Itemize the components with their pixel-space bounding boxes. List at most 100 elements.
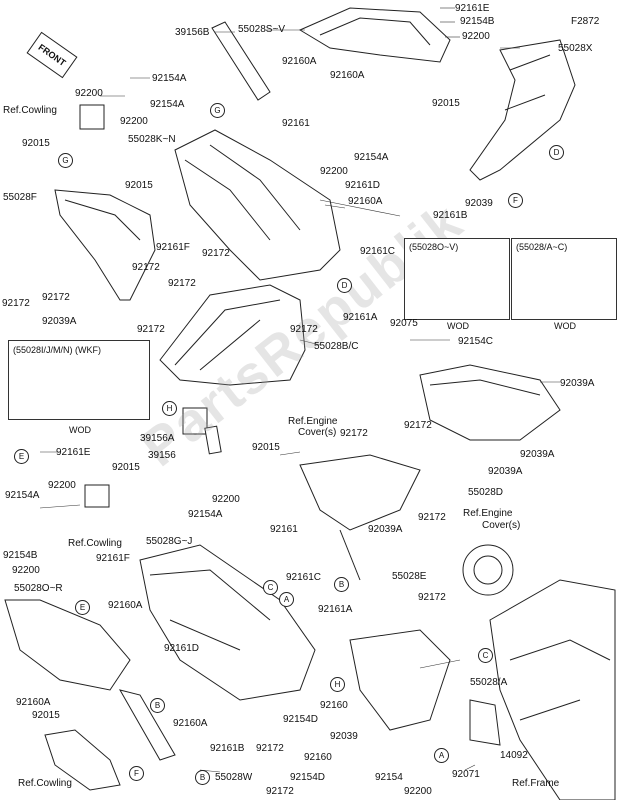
callout-label: 92200 — [48, 480, 76, 491]
callout-label: 92160A — [282, 56, 317, 67]
callout-label: 92154 — [375, 772, 403, 783]
ref-circle: B — [334, 577, 349, 592]
callout-label: 92172 — [256, 743, 284, 754]
callout-label: 92161A — [343, 312, 378, 323]
ref-circle: B — [150, 698, 165, 713]
inset-variant-2: (55028/A~C) WOD — [511, 238, 617, 331]
callout-label: 92172 — [418, 512, 446, 523]
callout-label: 92160 — [304, 752, 332, 763]
callout-label: 92160A — [108, 600, 143, 611]
callout-label: 92015 — [432, 98, 460, 109]
callout-label: 92200 — [404, 786, 432, 797]
inset-variant-1: (55028O~V) WOD — [404, 238, 510, 331]
callout-label: Ref.Engine — [288, 416, 338, 427]
ref-circle: G — [58, 153, 73, 168]
callout-label: 55028G~J — [146, 536, 193, 547]
callout-label: 92039A — [560, 378, 595, 389]
callout-label: 92161E — [56, 447, 91, 458]
ref-circle: E — [75, 600, 90, 615]
callout-label: 92015 — [32, 710, 60, 721]
callout-label: 92161 — [270, 524, 298, 535]
callout-label: 92200 — [462, 31, 490, 42]
callout-label: 92172 — [290, 324, 318, 335]
callout-label: 92154C — [458, 336, 494, 347]
ref-circle: D — [337, 278, 352, 293]
callout-label: 92039A — [520, 449, 555, 460]
ref-circle: H — [330, 677, 345, 692]
callout-label: Cover(s) — [482, 520, 521, 531]
callout-label: 92160A — [173, 718, 208, 729]
callout-label: 92154A — [354, 152, 389, 163]
callout-label: 92039 — [330, 731, 358, 742]
callout-label: 92200 — [320, 166, 348, 177]
inset-variant-3: (55028I/J/M/N) (WKF) WOD — [8, 340, 150, 435]
callout-label: 92160A — [16, 697, 51, 708]
callout-label: 92039A — [42, 316, 77, 327]
callout-label: Ref.Frame — [512, 778, 560, 789]
callout-label: 92172 — [132, 262, 160, 273]
inset-title: (55028/A~C) — [516, 242, 568, 252]
callout-label: Ref.Cowling — [68, 538, 122, 549]
callout-label: 92154B — [460, 16, 495, 27]
callout-label: 92161F — [156, 242, 190, 253]
callout-label: 92200 — [212, 494, 240, 505]
callout-label: 55028/A — [470, 677, 508, 688]
callout-label: 92161A — [318, 604, 353, 615]
callout-label: Ref.Cowling — [3, 105, 57, 116]
callout-label: 14092 — [500, 750, 528, 761]
callout-label: 92154D — [283, 714, 319, 725]
callout-label: 55028B/C — [314, 341, 359, 352]
callout-label: 92154B — [3, 550, 38, 561]
callout-label: 92015 — [22, 138, 50, 149]
callout-label: 92154A — [5, 490, 40, 501]
ref-circle: G — [210, 103, 225, 118]
callout-label: 92161C — [286, 572, 322, 583]
ref-circle: C — [263, 580, 278, 595]
ref-circle: A — [434, 748, 449, 763]
callout-label: 92161 — [282, 118, 310, 129]
inset-title: (55028O~V) — [409, 242, 459, 252]
ref-circle: F — [508, 193, 523, 208]
callout-label: Ref.Cowling — [18, 778, 72, 789]
callout-label: 55028O~R — [14, 583, 63, 594]
callout-label: 55028X — [558, 43, 593, 54]
callout-label: 92075 — [390, 318, 418, 329]
callout-label: 92161F — [96, 553, 130, 564]
callout-label: 92154A — [152, 73, 187, 84]
callout-label: 92154D — [290, 772, 326, 783]
ref-circle: A — [279, 592, 294, 607]
inset-caption: WOD — [447, 321, 469, 331]
callout-label: 92160 — [320, 700, 348, 711]
callout-label: 92015 — [252, 442, 280, 453]
callout-label: 92161C — [360, 246, 396, 257]
callout-label: 92039 — [465, 198, 493, 209]
callout-label: 39156 — [148, 450, 176, 461]
callout-label: 92172 — [42, 292, 70, 303]
callout-label: 92172 — [137, 324, 165, 335]
ref-circle: F — [129, 766, 144, 781]
callout-label: 92161D — [164, 643, 200, 654]
callout-label: 92039A — [368, 524, 403, 535]
callout-label: 55028S~V — [238, 24, 285, 35]
callout-label: 92172 — [202, 248, 230, 259]
callout-label: 92154A — [188, 509, 223, 520]
callout-label: 92015 — [112, 462, 140, 473]
inset-caption: WOD — [69, 425, 91, 435]
callout-label: 92161B — [210, 743, 245, 754]
callout-label: 92039A — [488, 466, 523, 477]
callout-label: 92071 — [452, 769, 480, 780]
ref-circle: C — [478, 648, 493, 663]
ref-circle: B — [195, 770, 210, 785]
ref-circle: E — [14, 449, 29, 464]
callout-label: Cover(s) — [298, 427, 337, 438]
ref-circle: D — [549, 145, 564, 160]
callout-label: 39156B — [175, 27, 210, 38]
callout-label: 55028F — [3, 192, 37, 203]
callout-label: Ref.Engine — [463, 508, 513, 519]
callout-label: 92200 — [120, 116, 148, 127]
callout-label: 92200 — [75, 88, 103, 99]
callout-label: 92172 — [418, 592, 446, 603]
callout-label: 55028D — [468, 487, 504, 498]
callout-label: 92172 — [404, 420, 432, 431]
